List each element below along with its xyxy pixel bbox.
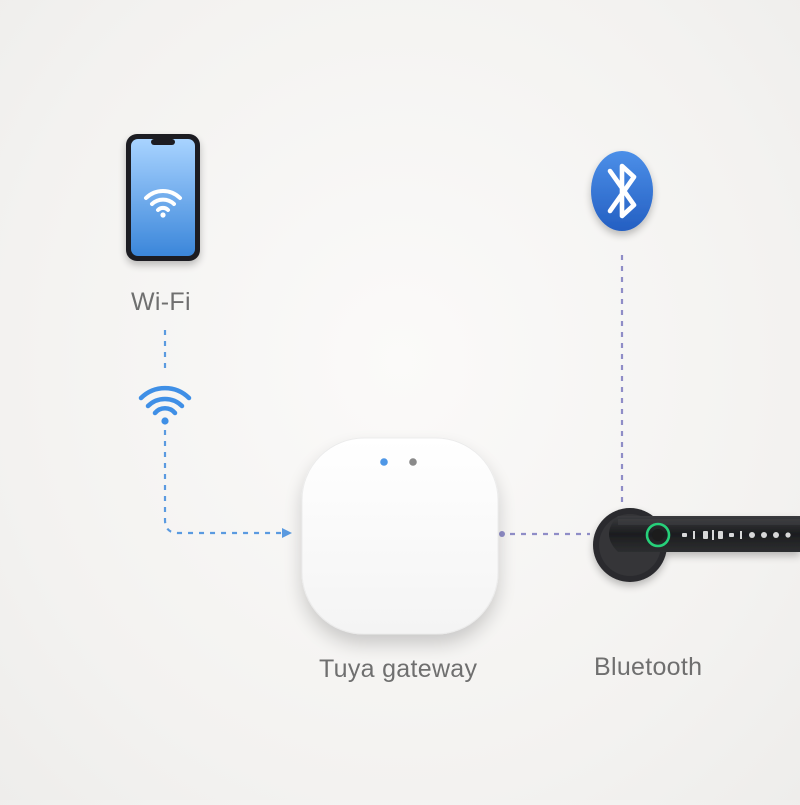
gateway-status-led: [380, 458, 388, 466]
phone-wifi-icon: [144, 188, 182, 218]
gateway-label: Tuya gateway: [319, 655, 478, 683]
bluetooth-connection-line: [499, 255, 624, 537]
smartphone-icon: [126, 134, 200, 261]
gateway-hub-icon: [301, 437, 499, 635]
wifi-icon: [138, 385, 192, 425]
smart-lock-handle-icon: [593, 508, 800, 582]
keypad-icon: [682, 530, 791, 540]
wifi-label: Wi-Fi: [131, 288, 191, 316]
gateway-power-led: [409, 458, 417, 466]
bluetooth-label: Bluetooth: [594, 653, 703, 681]
wifi-connection-line: [163, 330, 292, 538]
bluetooth-icon: [591, 151, 653, 231]
fingerprint-sensor-icon: [645, 522, 671, 548]
